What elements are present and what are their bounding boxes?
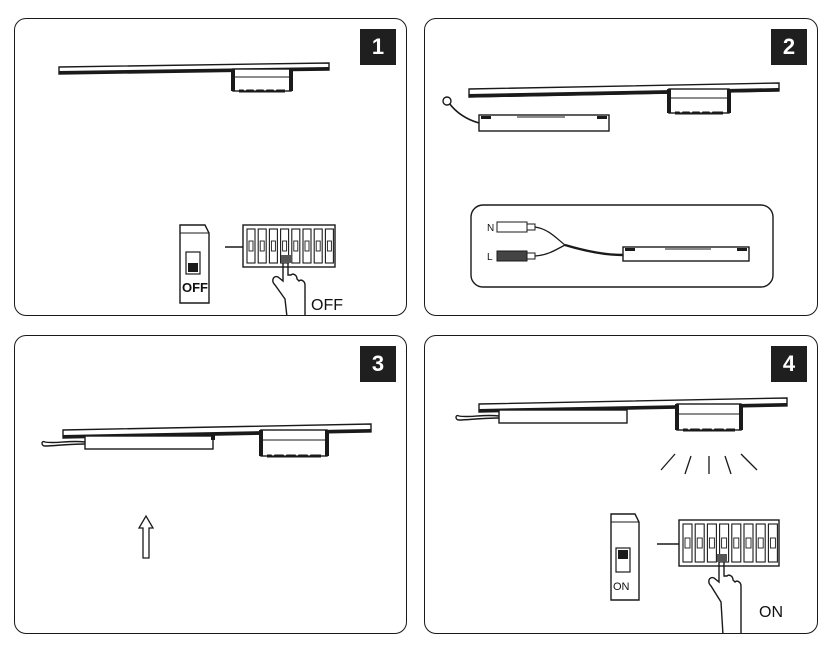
step-2-panel: 2 N: [424, 18, 818, 316]
wire-n-label: N: [487, 223, 494, 234]
breaker-switch-toggle: [684, 537, 691, 549]
breaker-switch-toggle: [721, 537, 728, 549]
hand-action-label: OFF: [311, 297, 343, 314]
breaker-switch-toggle: [259, 240, 265, 252]
breaker-panel-icon: [225, 224, 336, 268]
step-1-illustration: OFF OFF: [58, 62, 343, 315]
step-4-panel: 4: [424, 335, 818, 634]
spotlight-module-icon: [231, 68, 293, 93]
driver-box-icon: [442, 96, 610, 132]
breaker-state-label: ON: [613, 581, 630, 593]
step-3-badge: 3: [360, 346, 396, 382]
wiring-detail-inset: N L: [470, 204, 774, 288]
breaker-switch-toggle: [282, 240, 288, 252]
step-3-illustration: [41, 423, 372, 559]
breaker-switch-toggle: [733, 537, 740, 549]
spotlight-module-icon: [667, 88, 731, 115]
step-2-illustration: N L: [442, 82, 780, 288]
step-4-illustration: ON ON: [455, 397, 788, 633]
circuit-breaker-icon: [610, 513, 640, 601]
breaker-switch-toggle: [315, 240, 321, 252]
step-4-badge: 4: [771, 346, 807, 382]
breaker-switch-toggle: [696, 537, 703, 549]
hand-pointer-icon: [272, 255, 306, 315]
breaker-switch-toggle: [708, 537, 715, 549]
step-1-badge: 1: [360, 29, 396, 65]
circuit-breaker-icon: [179, 224, 210, 304]
hand-pointer-icon: [708, 554, 742, 633]
spotlight-module-icon: [259, 429, 329, 458]
breaker-switch-toggle: [270, 240, 276, 252]
arrow-up-icon: [137, 514, 155, 559]
breaker-switch-toggle: [757, 537, 764, 549]
step-2-badge: 2: [771, 29, 807, 65]
breaker-panel-icon: [657, 519, 780, 567]
breaker-switch-toggle: [769, 537, 776, 549]
wire-l-label: L: [487, 252, 493, 263]
track-rail-icon: [468, 82, 780, 98]
light-rays-icon: [660, 453, 758, 475]
breaker-switch-toggle: [248, 240, 254, 252]
breaker-switch-toggle: [326, 240, 332, 252]
breaker-state-label: OFF: [182, 280, 208, 295]
breaker-switch-toggle: [293, 240, 299, 252]
step-3-panel: 3: [14, 335, 407, 634]
step-1-panel: 1 OFF: [14, 18, 407, 316]
breaker-switch-toggle: [304, 240, 310, 252]
spotlight-module-icon: [675, 403, 743, 432]
hand-action-label: ON: [759, 604, 783, 621]
driver-box-icon: [455, 409, 628, 424]
driver-box-icon: [41, 434, 215, 450]
breaker-switch-toggle: [745, 537, 752, 549]
